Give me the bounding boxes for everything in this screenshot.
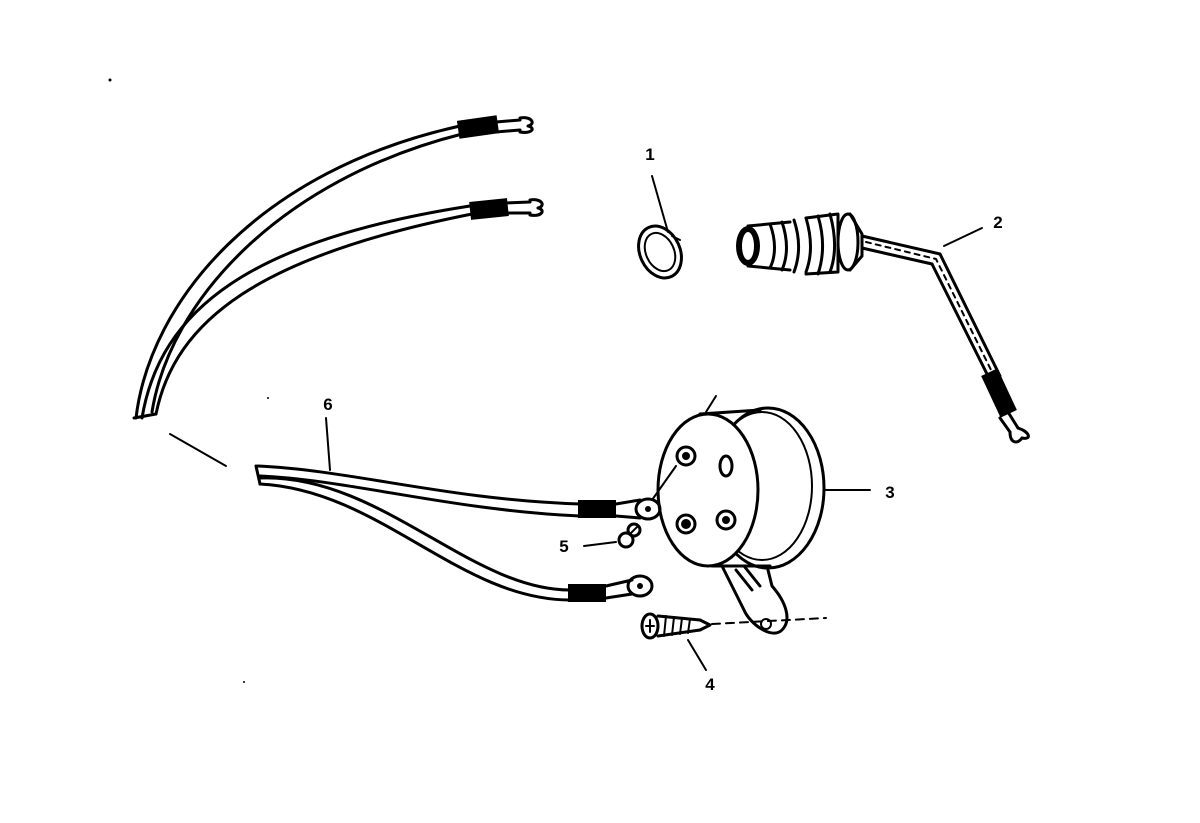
lower-lead-sleeve xyxy=(568,584,606,602)
upper-spade-terminal xyxy=(494,116,534,134)
switch-housing xyxy=(656,406,826,635)
callout-5-leader xyxy=(583,541,617,547)
callout-1: 1 xyxy=(645,145,654,164)
speck xyxy=(243,681,245,683)
mounting-screw xyxy=(640,612,712,640)
housing-top-leader xyxy=(705,395,717,413)
callout-4-leader xyxy=(687,639,707,671)
callout-4: 4 xyxy=(705,675,715,694)
callout-5: 5 xyxy=(559,537,568,556)
callout-6-leader xyxy=(325,417,331,471)
lower-wire-harness xyxy=(254,464,662,602)
lower-spade-terminal xyxy=(504,198,544,217)
face-stud-top xyxy=(675,445,697,467)
upper-terminal-sleeve xyxy=(456,115,500,139)
callout-6: 6 xyxy=(323,395,332,414)
face-stud-bottom xyxy=(675,513,697,535)
speck xyxy=(267,397,269,399)
terminal-screw xyxy=(617,522,642,549)
plunger-assembly xyxy=(736,212,1030,444)
callout-2-leader xyxy=(943,227,983,247)
upper-ring-terminal xyxy=(614,497,662,521)
callout-2: 2 xyxy=(993,213,1002,232)
callout-3: 3 xyxy=(885,483,894,502)
face-stud-right xyxy=(715,509,737,531)
lower-ring-terminal xyxy=(604,574,654,600)
speck xyxy=(108,78,112,82)
callout-1-leader xyxy=(651,175,669,233)
face-hole-center xyxy=(718,454,734,478)
leader-dash-harness xyxy=(169,433,227,467)
screw-axis-dashline xyxy=(711,617,827,625)
upper-wire-harness xyxy=(132,115,544,420)
lower-terminal-sleeve xyxy=(469,198,509,220)
retaining-ring xyxy=(637,224,683,280)
upper-lead-sleeve xyxy=(578,500,616,518)
terminal-to-stud-leader xyxy=(651,465,677,501)
